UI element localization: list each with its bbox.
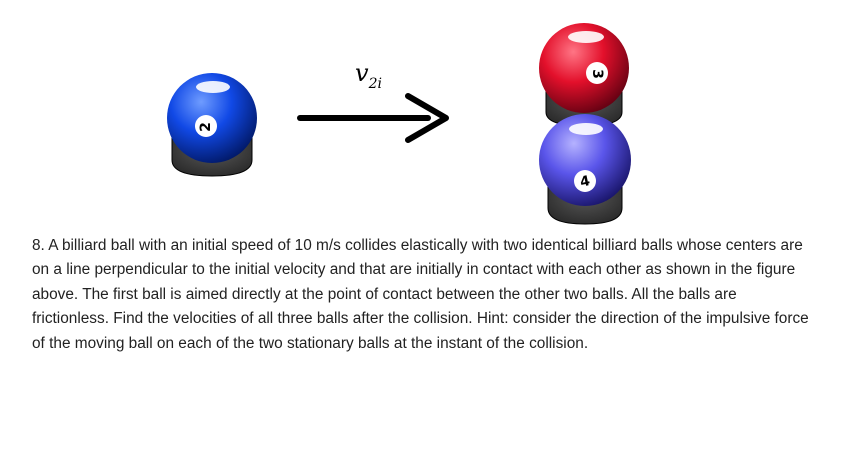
ball-2: 2 bbox=[167, 73, 257, 177]
ball-3-number: 3 bbox=[589, 69, 605, 79]
ball-3-highlight bbox=[568, 31, 604, 43]
ball-4-number: 4 bbox=[579, 173, 592, 191]
velocity-label: v2i bbox=[355, 59, 382, 92]
velocity-arrow bbox=[297, 93, 449, 143]
ball-2-highlight bbox=[196, 81, 230, 93]
problem-statement: 8. A billiard ball with an initial speed… bbox=[32, 237, 809, 352]
ball-4-body bbox=[539, 114, 631, 206]
ball-4-number-circle bbox=[574, 170, 596, 192]
collision-figure: 2 v2i 3 4 bbox=[167, 23, 631, 225]
ball-2-number-circle bbox=[195, 115, 217, 137]
velocity-symbol: v bbox=[355, 59, 369, 87]
velocity-subscript: 2i bbox=[368, 76, 382, 92]
ball-3-body bbox=[539, 23, 629, 113]
ball-3-number-circle bbox=[586, 62, 608, 84]
ball-4: 4 bbox=[539, 114, 631, 225]
ball-3: 3 bbox=[539, 23, 629, 127]
ball-4-highlight bbox=[569, 123, 603, 135]
ball-2-number: 2 bbox=[198, 122, 214, 132]
